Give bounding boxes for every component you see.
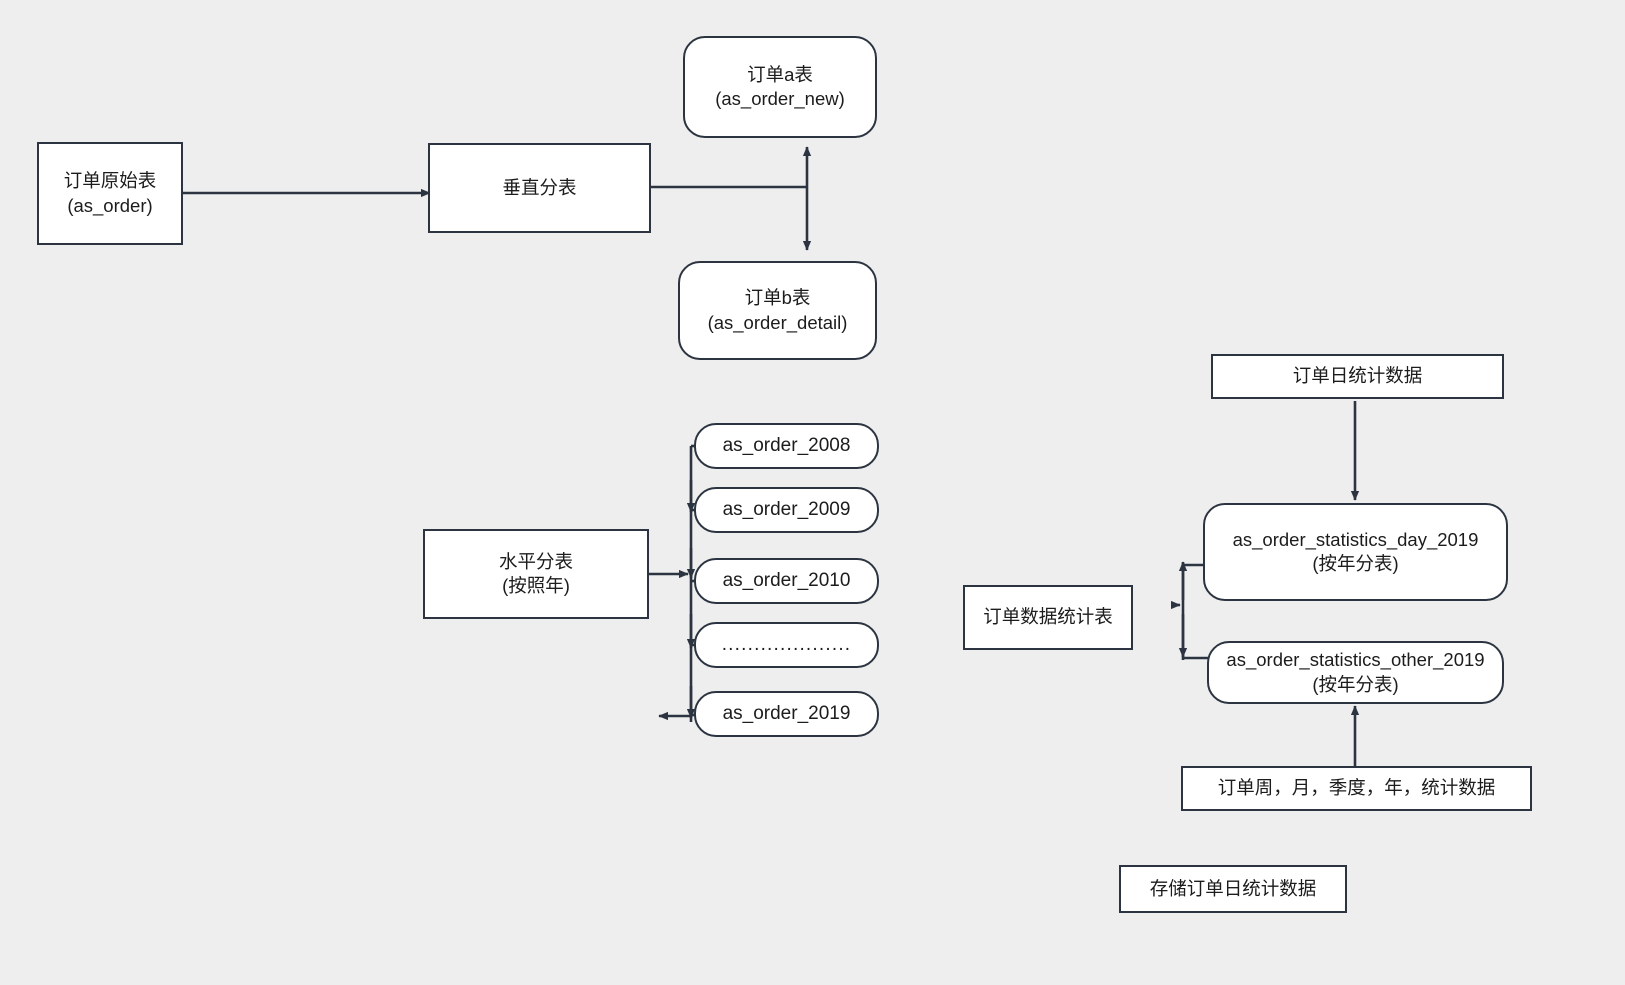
node-stat-day-2019[interactable]: as_order_statistics_day_2019 (按年分表): [1203, 503, 1508, 601]
node-day-stat-source-label: 订单日统计数据: [1292, 365, 1423, 387]
node-order-b-label: 订单b表 (as_order_detail): [707, 287, 848, 333]
node-shard-2009[interactable]: as_order_2009: [694, 487, 879, 533]
node-stat-other-2019-label: as_order_statistics_other_2019 (按年分表): [1226, 649, 1485, 695]
node-shard-2008-label: as_order_2008: [722, 435, 851, 457]
node-order-source[interactable]: 订单原始表 (as_order): [37, 142, 183, 245]
node-stat-table[interactable]: 订单数据统计表: [963, 585, 1133, 650]
node-period-stat-source[interactable]: 订单周，月，季度，年，统计数据: [1181, 766, 1532, 811]
node-shard-2019-label: as_order_2019: [722, 703, 851, 725]
node-day-stat-source[interactable]: 订单日统计数据: [1211, 354, 1504, 399]
node-order-b[interactable]: 订单b表 (as_order_detail): [678, 261, 877, 360]
node-order-a-label: 订单a表 (as_order_new): [715, 63, 845, 109]
edge-vertical-split-to-order-a-b: [651, 146, 812, 251]
node-shard-2010-label: as_order_2010: [722, 570, 851, 592]
node-shard-ellipsis[interactable]: ....................: [694, 622, 879, 668]
node-shard-2019[interactable]: as_order_2019: [694, 691, 879, 737]
node-vertical-split-label: 垂直分表: [502, 176, 577, 198]
node-stat-day-2019-label: as_order_statistics_day_2019 (按年分表): [1232, 528, 1479, 574]
node-order-source-label: 订单原始表 (as_order): [63, 170, 157, 216]
node-vertical-split[interactable]: 垂直分表: [428, 143, 651, 233]
node-shard-ellipsis-label: ....................: [721, 634, 852, 656]
node-store-day-stat-label: 存储订单日统计数据: [1149, 877, 1317, 899]
node-shard-2009-label: as_order_2009: [722, 499, 851, 521]
node-shard-2008[interactable]: as_order_2008: [694, 423, 879, 469]
node-stat-other-2019[interactable]: as_order_statistics_other_2019 (按年分表): [1207, 641, 1504, 704]
node-horizontal-split-label: 水平分表 (按照年): [498, 550, 573, 596]
node-shard-2010[interactable]: as_order_2010: [694, 558, 879, 604]
node-stat-table-label: 订单数据统计表: [983, 606, 1113, 628]
node-store-day-stat[interactable]: 存储订单日统计数据: [1119, 865, 1347, 913]
node-horizontal-split[interactable]: 水平分表 (按照年): [423, 529, 649, 619]
node-period-stat-source-label: 订单周，月，季度，年，统计数据: [1217, 777, 1496, 799]
node-order-a[interactable]: 订单a表 (as_order_new): [683, 36, 877, 138]
edge-horizontal-split-to-shards: [649, 444, 697, 722]
